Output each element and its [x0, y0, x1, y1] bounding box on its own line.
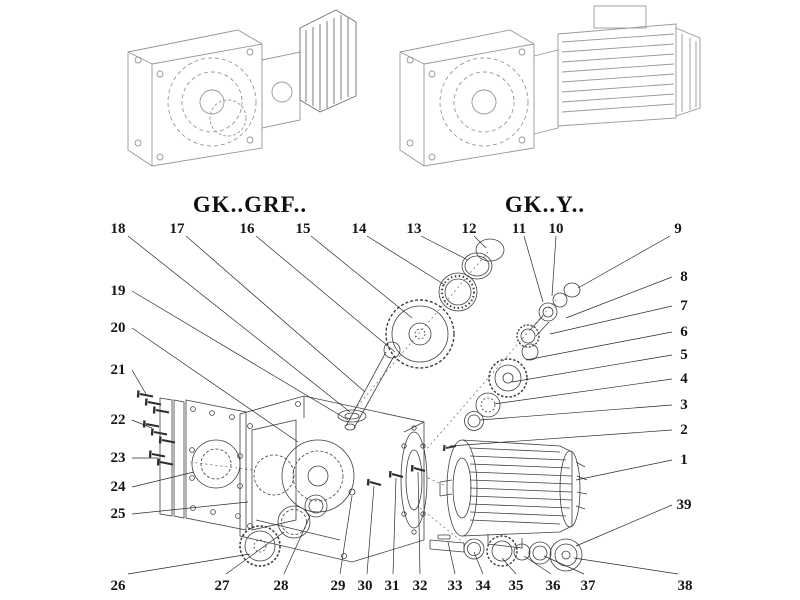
callout-33: 33 [448, 578, 463, 594]
callout-13: 13 [407, 221, 422, 237]
callout-16: 16 [240, 221, 256, 237]
callout-21: 21 [111, 362, 126, 378]
leader-lines [127, 235, 679, 575]
callout-39: 39 [677, 497, 692, 513]
callout-19: 19 [111, 283, 126, 299]
output-gear-set [239, 494, 328, 567]
assembled-view-gk-grf [127, 9, 357, 167]
variant-label-gk-y: GK..Y.. [505, 192, 585, 217]
callout-31: 31 [385, 578, 400, 594]
callout-6: 6 [680, 324, 688, 340]
intermediate-gear-stack [464, 343, 539, 431]
joint-screws [348, 464, 426, 496]
callout-25: 25 [111, 506, 126, 522]
callout-1: 1 [680, 452, 688, 468]
callout-23: 23 [111, 450, 126, 466]
callout-14: 14 [352, 221, 368, 237]
gear-housing [239, 395, 428, 563]
callout-18: 18 [111, 221, 126, 237]
callout-30: 30 [358, 578, 373, 594]
callout-36: 36 [546, 578, 562, 594]
callout-9: 9 [674, 221, 682, 237]
callout-28: 28 [274, 578, 289, 594]
assembly-axis-lines [189, 251, 557, 549]
callout-8: 8 [680, 269, 688, 285]
callout-15: 15 [296, 221, 311, 237]
input-shaft-stack [344, 238, 505, 431]
output-shaft-kit [429, 534, 583, 572]
mounting-flange [159, 397, 247, 531]
callout-26: 26 [111, 578, 127, 594]
callout-labels: 18 17 16 15 14 13 12 11 10 9 8 7 6 5 4 3… [111, 221, 693, 594]
exploded-view [136, 238, 588, 572]
motor-ghost [557, 5, 701, 127]
callout-34: 34 [476, 578, 492, 594]
callout-38: 38 [678, 578, 693, 594]
pinion-assembly [516, 282, 581, 348]
callout-2: 2 [680, 422, 688, 438]
callout-11: 11 [512, 221, 526, 237]
assembled-view-gk-y [399, 5, 701, 167]
callout-5: 5 [680, 347, 688, 363]
input-fin-cap [299, 9, 357, 113]
flange-bolts [136, 390, 176, 466]
variant-label-gk-grf: GK..GRF.. [193, 192, 307, 217]
callout-35: 35 [509, 578, 524, 594]
callout-20: 20 [111, 320, 126, 336]
callout-22: 22 [111, 412, 126, 428]
callout-4: 4 [680, 371, 688, 387]
callout-12: 12 [462, 221, 477, 237]
callout-27: 27 [215, 578, 231, 594]
callout-3: 3 [680, 397, 688, 413]
callout-10: 10 [549, 221, 564, 237]
electric-motor [439, 439, 588, 549]
callout-37: 37 [581, 578, 597, 594]
callout-29: 29 [331, 578, 346, 594]
callout-7: 7 [680, 298, 688, 314]
callout-32: 32 [413, 578, 428, 594]
callout-17: 17 [170, 221, 186, 237]
callout-24: 24 [111, 479, 127, 495]
